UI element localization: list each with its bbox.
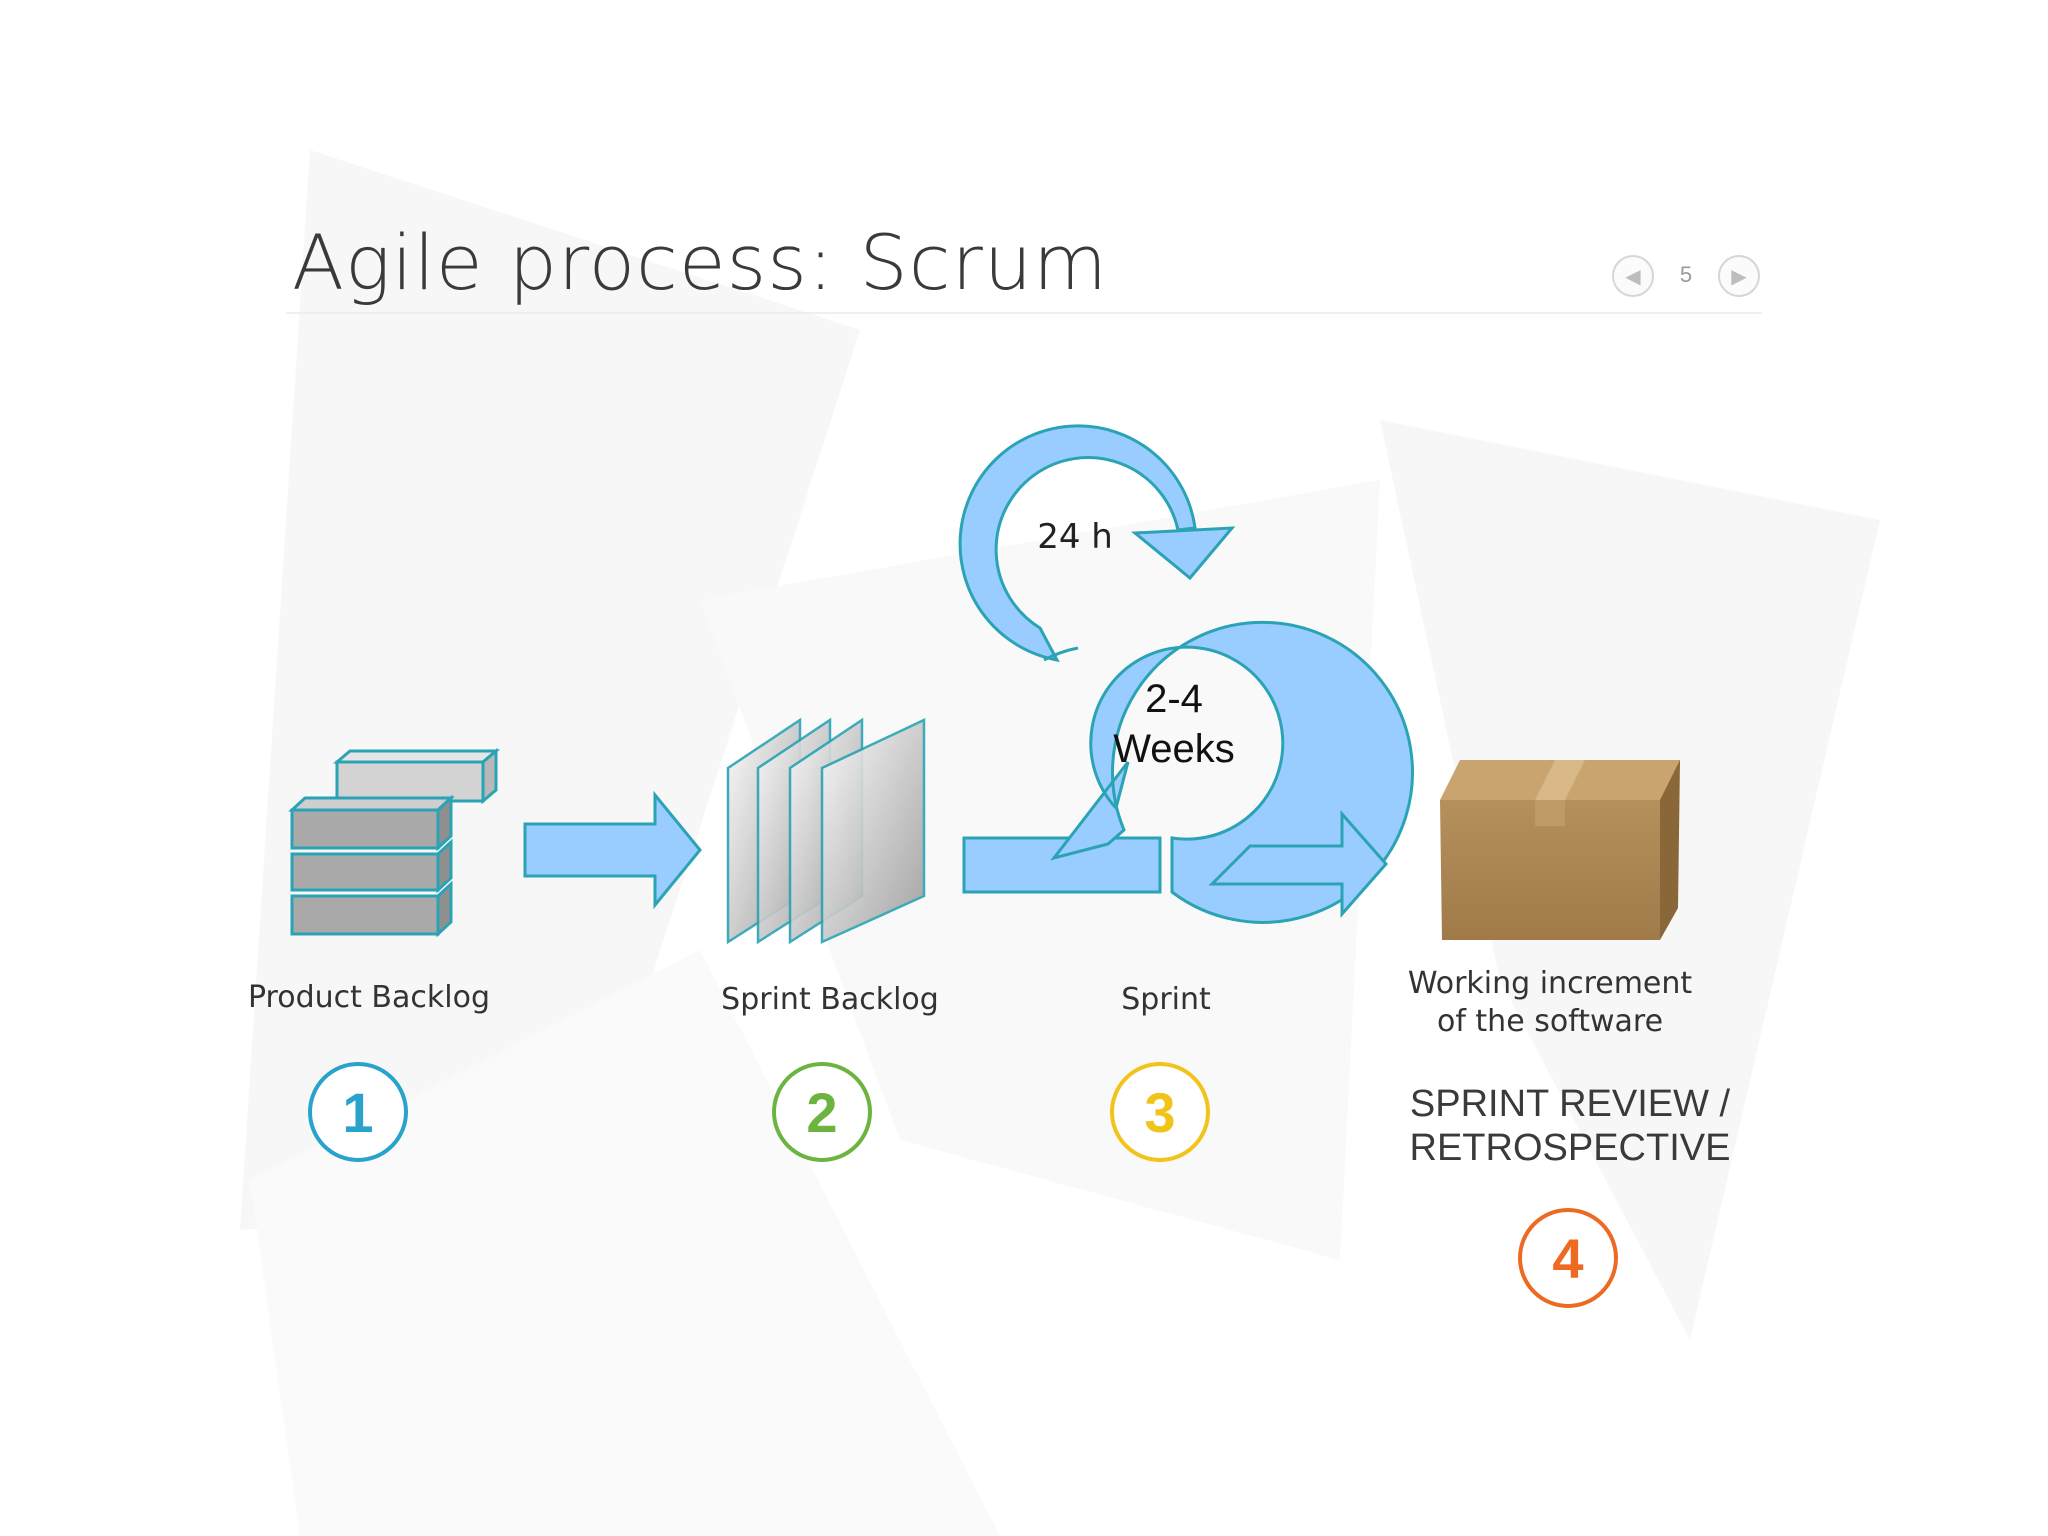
step-label-working-increment-line2: of the software [1436, 1004, 1664, 1039]
next-slide-button[interactable]: ▶ [1718, 255, 1760, 297]
step-number-2: 2 [772, 1062, 872, 1162]
sprint-duration-line1: 2-4 [1145, 677, 1203, 721]
step-label-sprint: Sprint [1121, 982, 1211, 1017]
triangle-right-icon: ▶ [1731, 265, 1747, 288]
sprint-pages-icon [726, 717, 926, 945]
step-label-product-backlog: Product Backlog [247, 980, 490, 1015]
prev-slide-button[interactable]: ◀ [1612, 255, 1654, 297]
step-number-1: 1 [308, 1062, 408, 1162]
step-number-3: 3 [1110, 1062, 1210, 1162]
daily-cycle-label: 24 h [1037, 517, 1113, 557]
page-number: 5 [1679, 262, 1693, 287]
triangle-left-icon: ◀ [1625, 265, 1641, 288]
step-label-sprint-backlog: Sprint Backlog [721, 982, 939, 1017]
package-box-icon [1440, 760, 1680, 940]
slide-title: Agile process: Scrum [292, 218, 1109, 307]
sprint-duration-line2: Weeks [1113, 727, 1235, 771]
step-label-working-increment-line1: Working increment [1407, 966, 1693, 1001]
review-label-line1: SPRINT REVIEW / [1409, 1083, 1731, 1125]
sprint-cycle-icon [958, 424, 1414, 924]
flow-arrow [523, 790, 702, 910]
title-divider [286, 312, 1762, 314]
review-label-line2: RETROSPECTIVE [1409, 1127, 1731, 1169]
backlog-stack-icon [288, 747, 501, 938]
step-number-4: 4 [1518, 1208, 1618, 1308]
